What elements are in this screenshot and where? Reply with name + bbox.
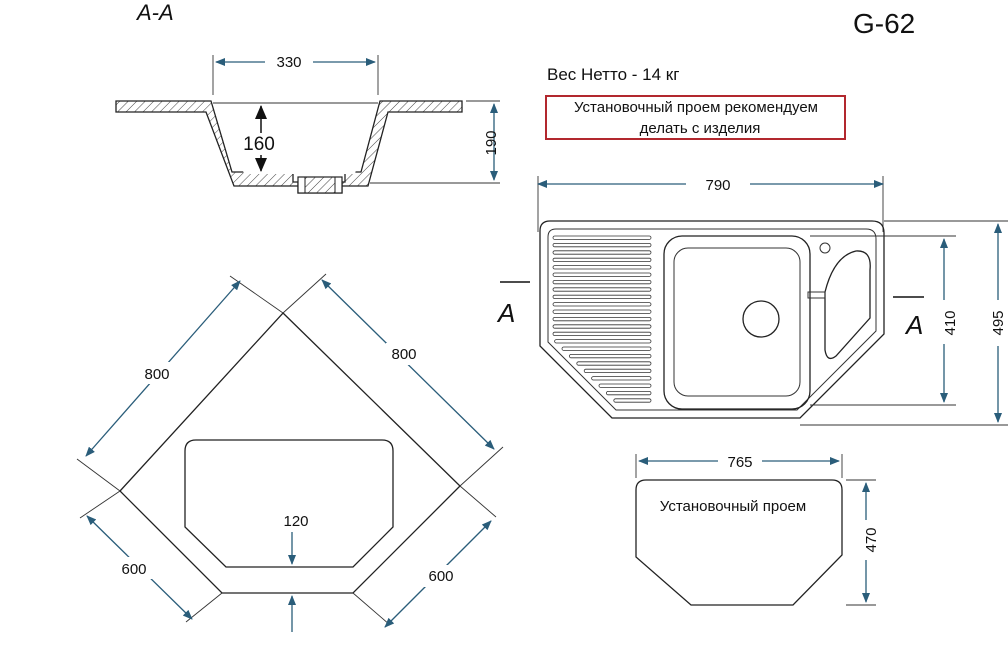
dim-800-right-label: 800 [391,346,416,363]
dim-160-bg [238,133,284,155]
dim-330-bg [265,50,313,70]
ext-600l-top [79,490,121,519]
dim-410-label: 410 [942,310,959,335]
ext-600r-bottom [352,592,391,626]
dim-120-label: 120 [283,513,308,530]
main-bowl-outer [663,235,811,410]
drain-hole [742,300,780,338]
corner-sink-outline [119,312,461,594]
sink-inner-outline [547,228,877,411]
ext-800l-bottom [76,458,121,492]
dim-495-bg [988,300,1008,346]
note-box [545,95,846,140]
dim-470-bg [856,520,876,560]
ext-600r-top [459,485,497,518]
section-title: А-А [135,0,174,25]
faucet-hole [819,242,831,254]
dim-410-bg [934,300,954,344]
drainboard-rib [591,376,652,381]
drainboard-rib [598,383,652,388]
drainboard-rib [606,390,652,396]
sink-outline [539,220,885,419]
model-number: G-62 [853,8,915,39]
drainboard-rib [576,361,652,366]
section-mark-left: A [496,298,515,328]
drainboard-rib [552,309,652,314]
drainboard-rib [552,294,652,300]
dim-800-right-bg [386,343,422,365]
drainboard-rib [552,242,652,248]
section-mark-right: A [904,310,923,340]
dim-790-bg [686,172,750,194]
dim-800-left-bg [139,362,175,384]
dim-600-right-label: 600 [428,568,453,585]
ext-800r-bottom [459,446,504,487]
dim-765-label: 765 [727,454,752,471]
dim-330-label: 330 [276,54,301,71]
drainboard-rib [552,272,652,277]
dim-800-left-label: 800 [144,366,169,383]
corner-top-view: 800 800 600 600 120 [76,273,504,632]
ext-800l-top [229,275,284,314]
dim-600-right-bg [423,565,459,587]
section-view: 330 160 190 [115,50,500,194]
note-line-2: делать с изделия [640,120,761,137]
drainboard-rib [552,302,652,307]
note-line-1: Установочный проем рекомендуем [574,99,818,116]
drainboard-rib [552,287,652,292]
drainboard-rib [554,339,652,344]
cutout-label: Установочный проем [660,498,806,515]
drainboard-ribs [552,235,652,403]
drainboard-rib [552,279,652,285]
weight-label: Вес Нетто - 14 кг [547,65,679,84]
small-bowl [824,250,871,360]
drainboard-rib [569,353,652,359]
main-bowl-inner [673,247,801,397]
drainboard-rib [552,331,652,337]
dim-790-label: 790 [705,177,730,194]
front-plan-view: 790 A A 410 495 [496,172,1008,426]
drainboard-rib [583,368,652,374]
dim-160-label: 160 [243,134,275,155]
dim-495-label: 495 [990,310,1007,335]
drainboard-rib [552,235,652,240]
dim-470-label: 470 [863,527,880,552]
cutout-view: 765 Установочный проем 470 [635,451,880,606]
drain-outlet-hatch [304,176,336,194]
cutout-outline [635,479,843,606]
drainboard-rib [552,316,652,322]
dim-765-bg [718,451,762,471]
drainboard-rib [561,346,652,351]
drainboard-rib [613,398,652,403]
dim-190-label: 190 [483,130,500,155]
drainboard-rib [552,257,652,263]
dim-600-left-bg [116,557,152,579]
overflow-channel [807,291,826,299]
bowl-outline [184,439,394,568]
drainboard-rib [552,324,652,329]
drainboard-rib [552,250,652,255]
drainboard-rib [552,265,652,270]
ext-800r-top [282,273,327,314]
dim-600-left-label: 600 [121,561,146,578]
